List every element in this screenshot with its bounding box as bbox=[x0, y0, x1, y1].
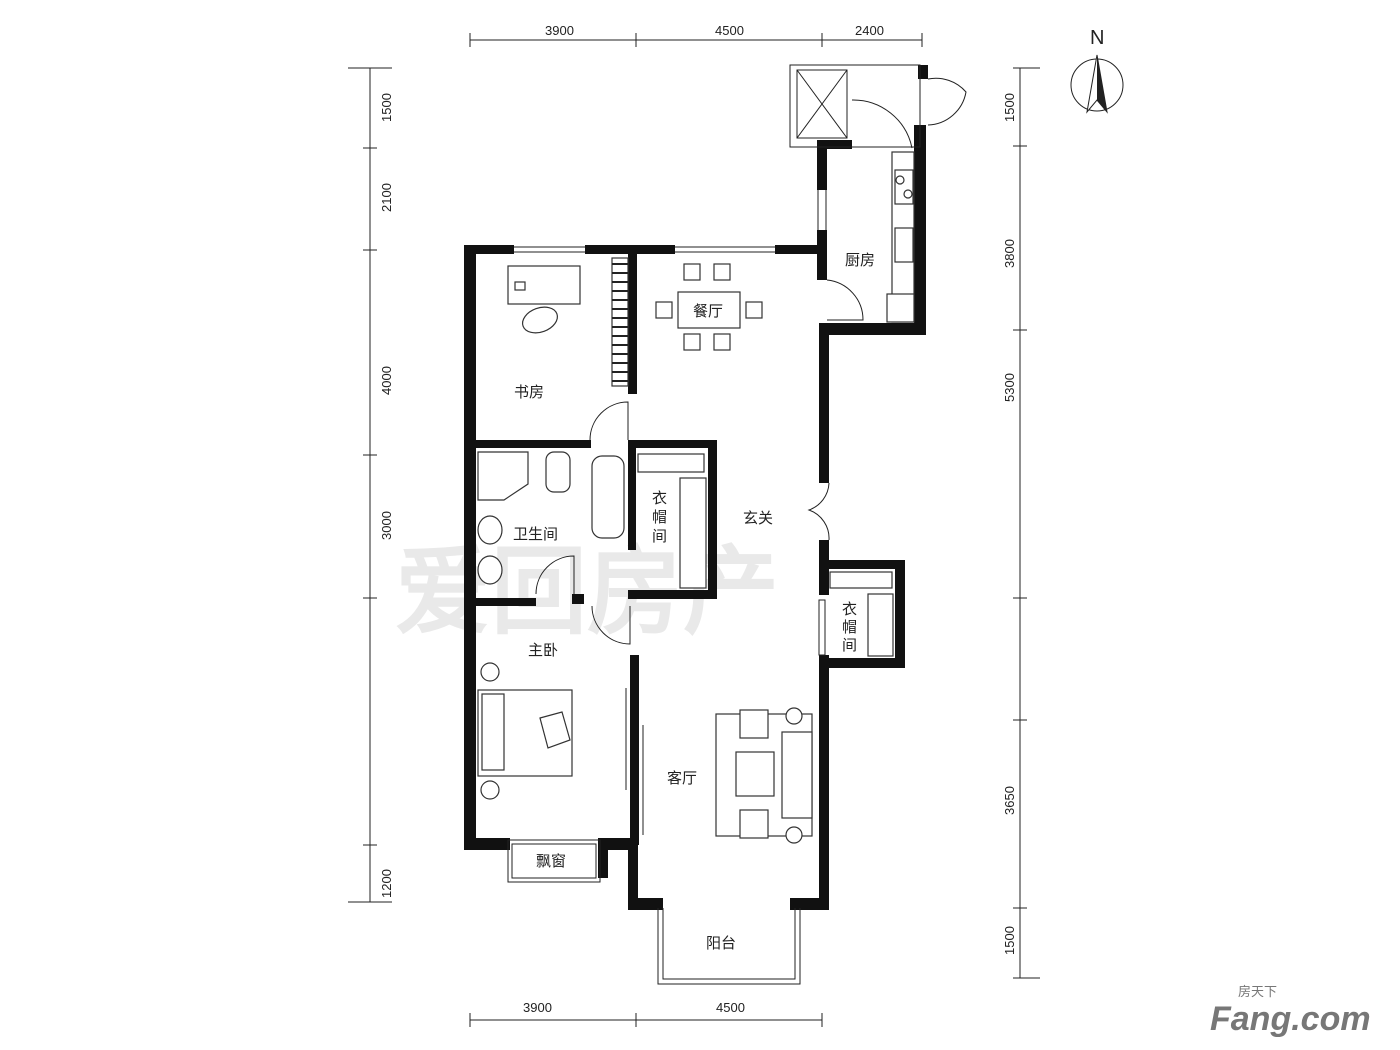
dim-bottom-2: 4500 bbox=[716, 1000, 745, 1015]
room-label-cloakroom-1-b: 帽 bbox=[652, 508, 667, 526]
dim-bottom-1: 3900 bbox=[523, 1000, 552, 1015]
walls bbox=[464, 65, 928, 910]
room-label-cloakroom-1-a: 衣 bbox=[652, 489, 667, 507]
watermark-text: 爱回房产 bbox=[395, 536, 779, 648]
room-label-cloakroom-1-c: 间 bbox=[652, 527, 667, 545]
dim-left-2: 2100 bbox=[379, 183, 394, 212]
windows bbox=[507, 64, 921, 985]
north-label: N bbox=[1090, 27, 1104, 49]
room-label-kitchen: 厨房 bbox=[845, 251, 875, 269]
room-label-cloakroom-2-c: 间 bbox=[842, 636, 857, 654]
dim-right-2: 3800 bbox=[1002, 239, 1017, 268]
doors bbox=[535, 77, 967, 656]
room-label-balcony: 阳台 bbox=[706, 934, 736, 952]
wardrobe-rack-2 bbox=[829, 571, 894, 657]
dim-right-4: 3650 bbox=[1002, 786, 1017, 815]
dim-right-1: 1500 bbox=[1002, 93, 1017, 122]
bookshelf bbox=[611, 257, 629, 387]
dim-top-3: 2400 bbox=[855, 23, 884, 38]
sofa-set bbox=[715, 707, 813, 844]
right-dimension-line: 1500 3800 5300 3650 1500 bbox=[1002, 67, 1040, 979]
dim-right-5: 1500 bbox=[1002, 926, 1017, 955]
room-label-cloakroom-2-a: 衣 bbox=[842, 600, 857, 618]
bathroom-fixtures bbox=[477, 451, 625, 585]
kitchen-counter bbox=[886, 151, 915, 323]
wardrobe-rack-1 bbox=[637, 453, 707, 589]
dim-left-4: 3000 bbox=[379, 511, 394, 540]
brand-main-text: Fang.com bbox=[1210, 1000, 1371, 1038]
dim-left-1: 1500 bbox=[379, 93, 394, 122]
left-dimension-line: 1500 2100 4000 3000 1200 bbox=[348, 67, 394, 903]
room-label-study: 书房 bbox=[514, 383, 544, 401]
room-label-bay-window: 飘窗 bbox=[536, 852, 566, 870]
bookshelf-ticks bbox=[612, 263, 628, 382]
room-label-dining: 餐厅 bbox=[693, 302, 723, 320]
room-label-bathroom: 卫生间 bbox=[513, 525, 558, 543]
dim-left-3: 4000 bbox=[379, 366, 394, 395]
bed bbox=[477, 662, 573, 800]
study-desk bbox=[507, 265, 581, 334]
room-label-entrance: 玄关 bbox=[743, 509, 773, 527]
room-label-master-bedroom: 主卧 bbox=[528, 641, 558, 659]
dim-top-1: 3900 bbox=[545, 23, 574, 38]
room-label-cloakroom-2-b: 帽 bbox=[842, 618, 857, 636]
north-arrow-icon: N bbox=[1070, 27, 1124, 114]
bottom-dimension-line: 3900 4500 bbox=[469, 1000, 823, 1027]
brand-top-text: 房天下 bbox=[1238, 984, 1277, 1000]
dim-right-3: 5300 bbox=[1002, 373, 1017, 402]
dining-table bbox=[655, 263, 763, 351]
top-dimension-line: 3900 4500 2400 bbox=[469, 23, 923, 47]
dim-left-5: 1200 bbox=[379, 869, 394, 898]
room-label-living-room: 客厅 bbox=[667, 769, 697, 787]
dim-top-2: 4500 bbox=[715, 23, 744, 38]
brand-logo: 房天下 Fang.com bbox=[1210, 984, 1371, 1038]
